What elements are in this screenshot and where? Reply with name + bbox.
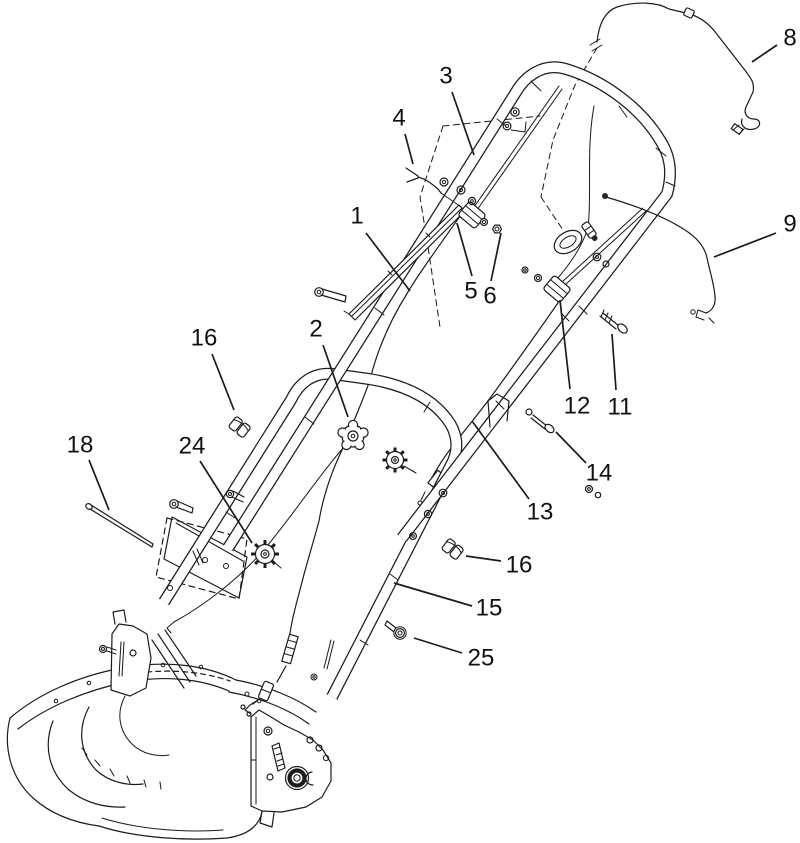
leader-line-25 [413, 637, 463, 654]
callout-15: 15 [476, 595, 503, 622]
callout-25: 25 [468, 645, 495, 672]
mount-plate-area [155, 516, 248, 600]
callout-16: 16 [506, 552, 533, 579]
cable-connector [581, 221, 598, 241]
bolt-14 [487, 393, 555, 434]
callout-12: 12 [564, 393, 591, 420]
upper-cable-8 [589, 2, 761, 135]
gear-knob-24 [251, 540, 282, 569]
bolt-25 [384, 620, 407, 640]
leader-line-16 [211, 353, 235, 411]
leader-line-11 [611, 333, 617, 391]
gear-knob-mid [382, 447, 417, 474]
cable-clamp-upper [458, 201, 503, 234]
leader-line-3 [451, 91, 475, 156]
leader-line-14 [555, 431, 587, 464]
callout-2: 2 [309, 316, 322, 343]
wire-clip-16-right [441, 538, 464, 560]
screw-11 [599, 309, 628, 334]
callout-5: 5 [464, 278, 477, 305]
leader-line-15 [393, 582, 473, 607]
callout-1: 1 [350, 203, 363, 230]
mower-deck [6, 609, 332, 840]
right-side-plate [250, 709, 332, 828]
scroll-rim-ticks [81, 747, 162, 790]
callout-4: 4 [392, 105, 405, 132]
callout-24: 24 [179, 433, 206, 460]
callout-18: 18 [67, 432, 94, 459]
cable-9 [602, 193, 716, 324]
leader-line-6 [490, 232, 502, 282]
cable-loop [553, 229, 583, 255]
leader-line-18 [88, 459, 110, 511]
callout-11: 11 [608, 394, 633, 421]
leader-line-13 [471, 420, 530, 500]
callout-3: 3 [439, 63, 452, 90]
cable-ferrule [257, 680, 275, 702]
leader-line-4 [404, 133, 414, 165]
lower-handle [158, 367, 463, 700]
upper-handle [222, 61, 677, 552]
callout-13: 13 [527, 499, 554, 526]
brake-rod [473, 85, 647, 286]
leader-line-5 [456, 222, 473, 277]
left-deck-bracket [98, 609, 197, 697]
inner-cable [557, 105, 595, 279]
callout-16: 16 [191, 325, 218, 352]
callout-14: 14 [586, 460, 613, 487]
star-knob-2 [337, 419, 369, 451]
leader-line-1 [365, 232, 411, 292]
cable-spring [281, 633, 299, 665]
leader-line-9 [713, 232, 777, 258]
wire-clip-16-left [228, 416, 251, 438]
leader-line-16 [465, 555, 502, 562]
bail-fitting [405, 167, 462, 208]
dashed-reference-lines [419, 47, 598, 328]
leader-line-12 [559, 299, 571, 390]
leader-line-24 [199, 460, 253, 544]
leader-line-8 [751, 44, 778, 63]
callout-8: 8 [783, 25, 796, 52]
leader-line-2 [322, 344, 349, 418]
callout-6: 6 [483, 283, 496, 310]
callout-9: 9 [783, 211, 796, 238]
cable-clamp-lower [521, 266, 571, 303]
brake-cable [166, 437, 353, 634]
rod-18 [85, 503, 154, 548]
misc-bolts [169, 107, 610, 540]
